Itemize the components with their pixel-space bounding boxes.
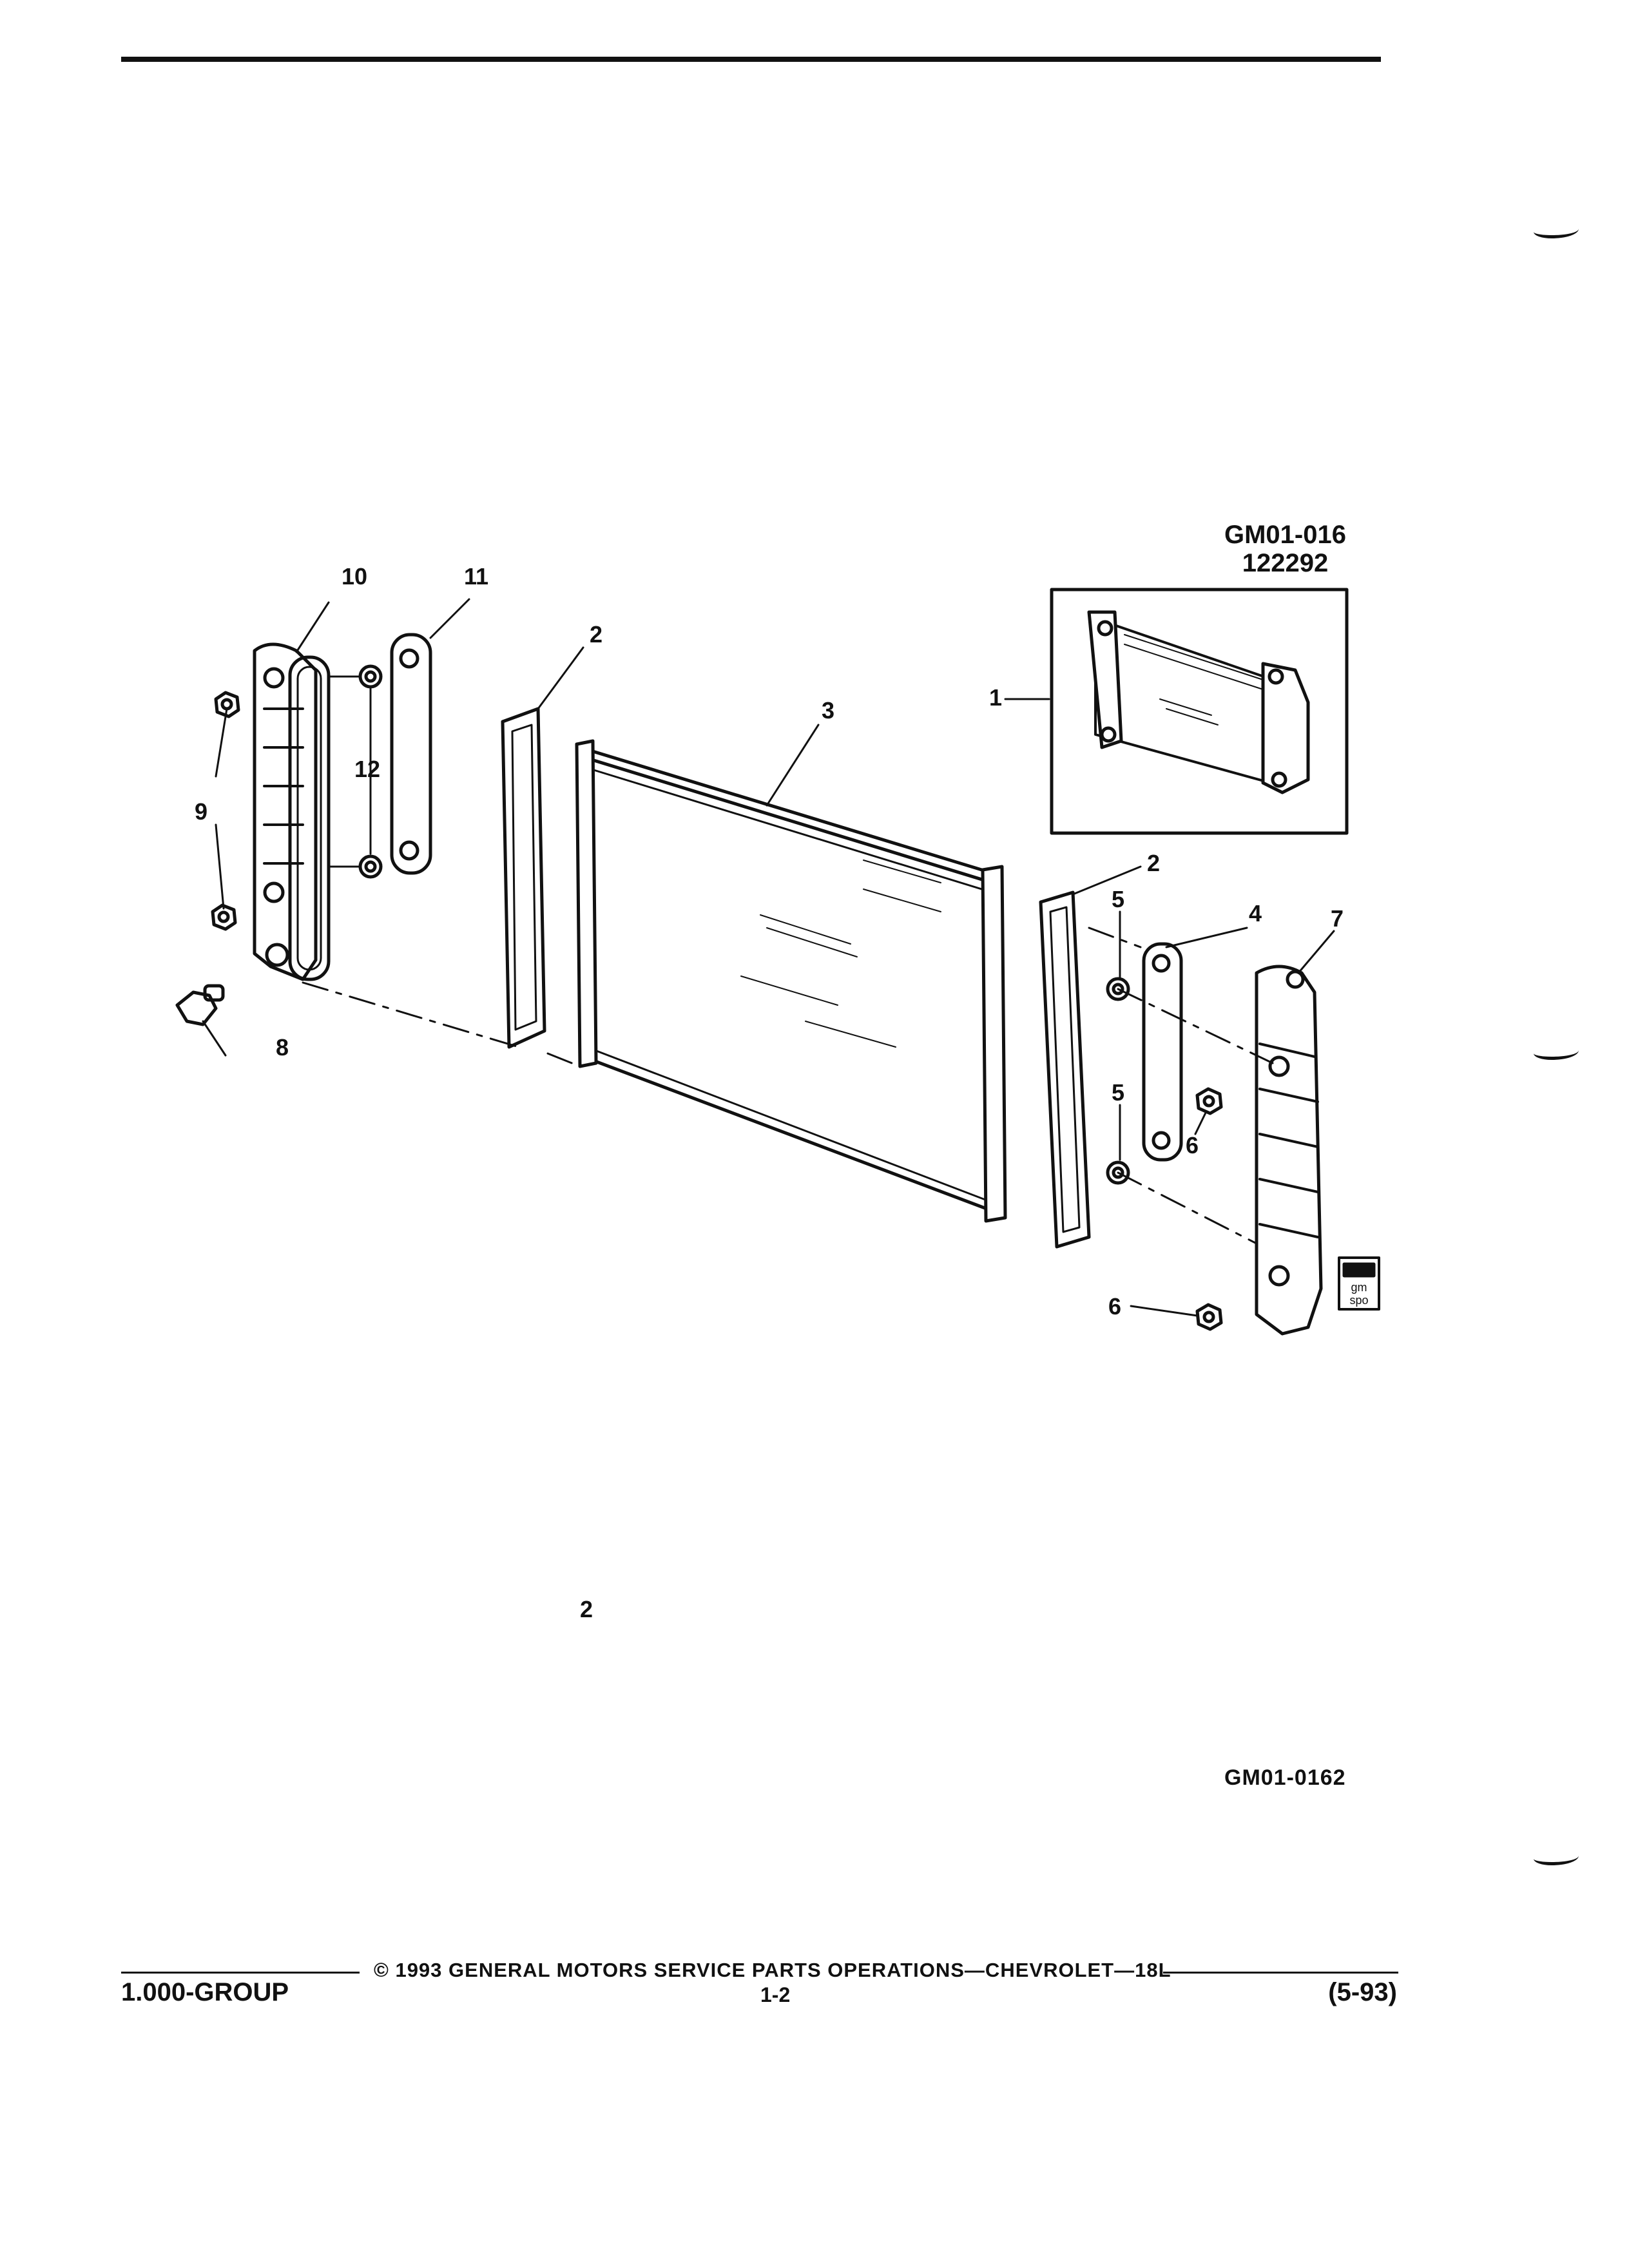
- right-seal-part-4: [1142, 942, 1183, 1162]
- alignment-lines: [302, 927, 1274, 1245]
- margin-mark-middle: [1534, 1044, 1579, 1060]
- radiator-core-part-3: [575, 739, 1007, 1223]
- drain-cock-part-8: [175, 984, 225, 1026]
- insulator-part-2-right: [1039, 890, 1091, 1249]
- left-seal-part-11: [390, 633, 432, 875]
- callout-12: 12: [354, 756, 380, 782]
- footer-rule-right: [1163, 1972, 1398, 1974]
- callout-2-stray: 2: [580, 1596, 593, 1622]
- gm-spo-badge: gm spo: [1338, 1256, 1380, 1311]
- left-tank-part-10: [253, 642, 318, 981]
- callout-6-upper: 6: [1186, 1132, 1199, 1158]
- drawing-id: GM01-0162: [1224, 1765, 1346, 1790]
- callout-5-lower: 5: [1112, 1079, 1124, 1106]
- callout-2-left: 2: [590, 621, 602, 648]
- footer-rule-left: [121, 1972, 360, 1974]
- grommets-part-5: [1106, 977, 1130, 1185]
- callout-numbers: 1 2 2 2 3 4 5 5 6 6 7 8 9 10 11 12: [195, 563, 1344, 1622]
- margin-mark-bottom: [1534, 1849, 1579, 1865]
- reference-code: GM01-016: [1224, 521, 1346, 549]
- callout-8: 8: [276, 1034, 289, 1061]
- reference-code-block: GM01-016 122292: [1224, 521, 1346, 577]
- right-tank-part-7: [1255, 965, 1323, 1336]
- footer-group: 1.000-GROUP: [121, 1978, 289, 2006]
- footer-copyright: © 1993 GENERAL MOTORS SERVICE PARTS OPER…: [374, 1959, 1171, 1981]
- callout-3: 3: [822, 697, 834, 724]
- callout-1: 1: [989, 684, 1002, 711]
- callout-4: 4: [1249, 900, 1262, 927]
- callout-7: 7: [1331, 905, 1344, 932]
- nuts-part-6: [1195, 1087, 1223, 1331]
- callout-10: 10: [342, 563, 367, 590]
- badge-spo-label: spo: [1349, 1294, 1368, 1307]
- leader-lines: [202, 598, 1335, 1317]
- inset-assembly: [1050, 588, 1349, 835]
- callout-5-upper: 5: [1112, 886, 1124, 912]
- nuts-part-9: [211, 691, 240, 931]
- footer-page-number: 1-2: [760, 1983, 791, 2006]
- callout-11: 11: [464, 563, 488, 590]
- callout-9: 9: [195, 798, 207, 825]
- badge-gm-label: gm: [1351, 1281, 1367, 1294]
- callout-6-lower: 6: [1108, 1293, 1121, 1320]
- header-rule: [121, 57, 1381, 62]
- callout-2-right: 2: [1147, 850, 1160, 876]
- margin-mark-top: [1534, 222, 1579, 238]
- footer-date: (5-93): [1328, 1978, 1397, 2006]
- insulator-part-2-left: [501, 707, 546, 1049]
- left-gasket: [288, 655, 331, 981]
- reference-date: 122292: [1242, 549, 1329, 577]
